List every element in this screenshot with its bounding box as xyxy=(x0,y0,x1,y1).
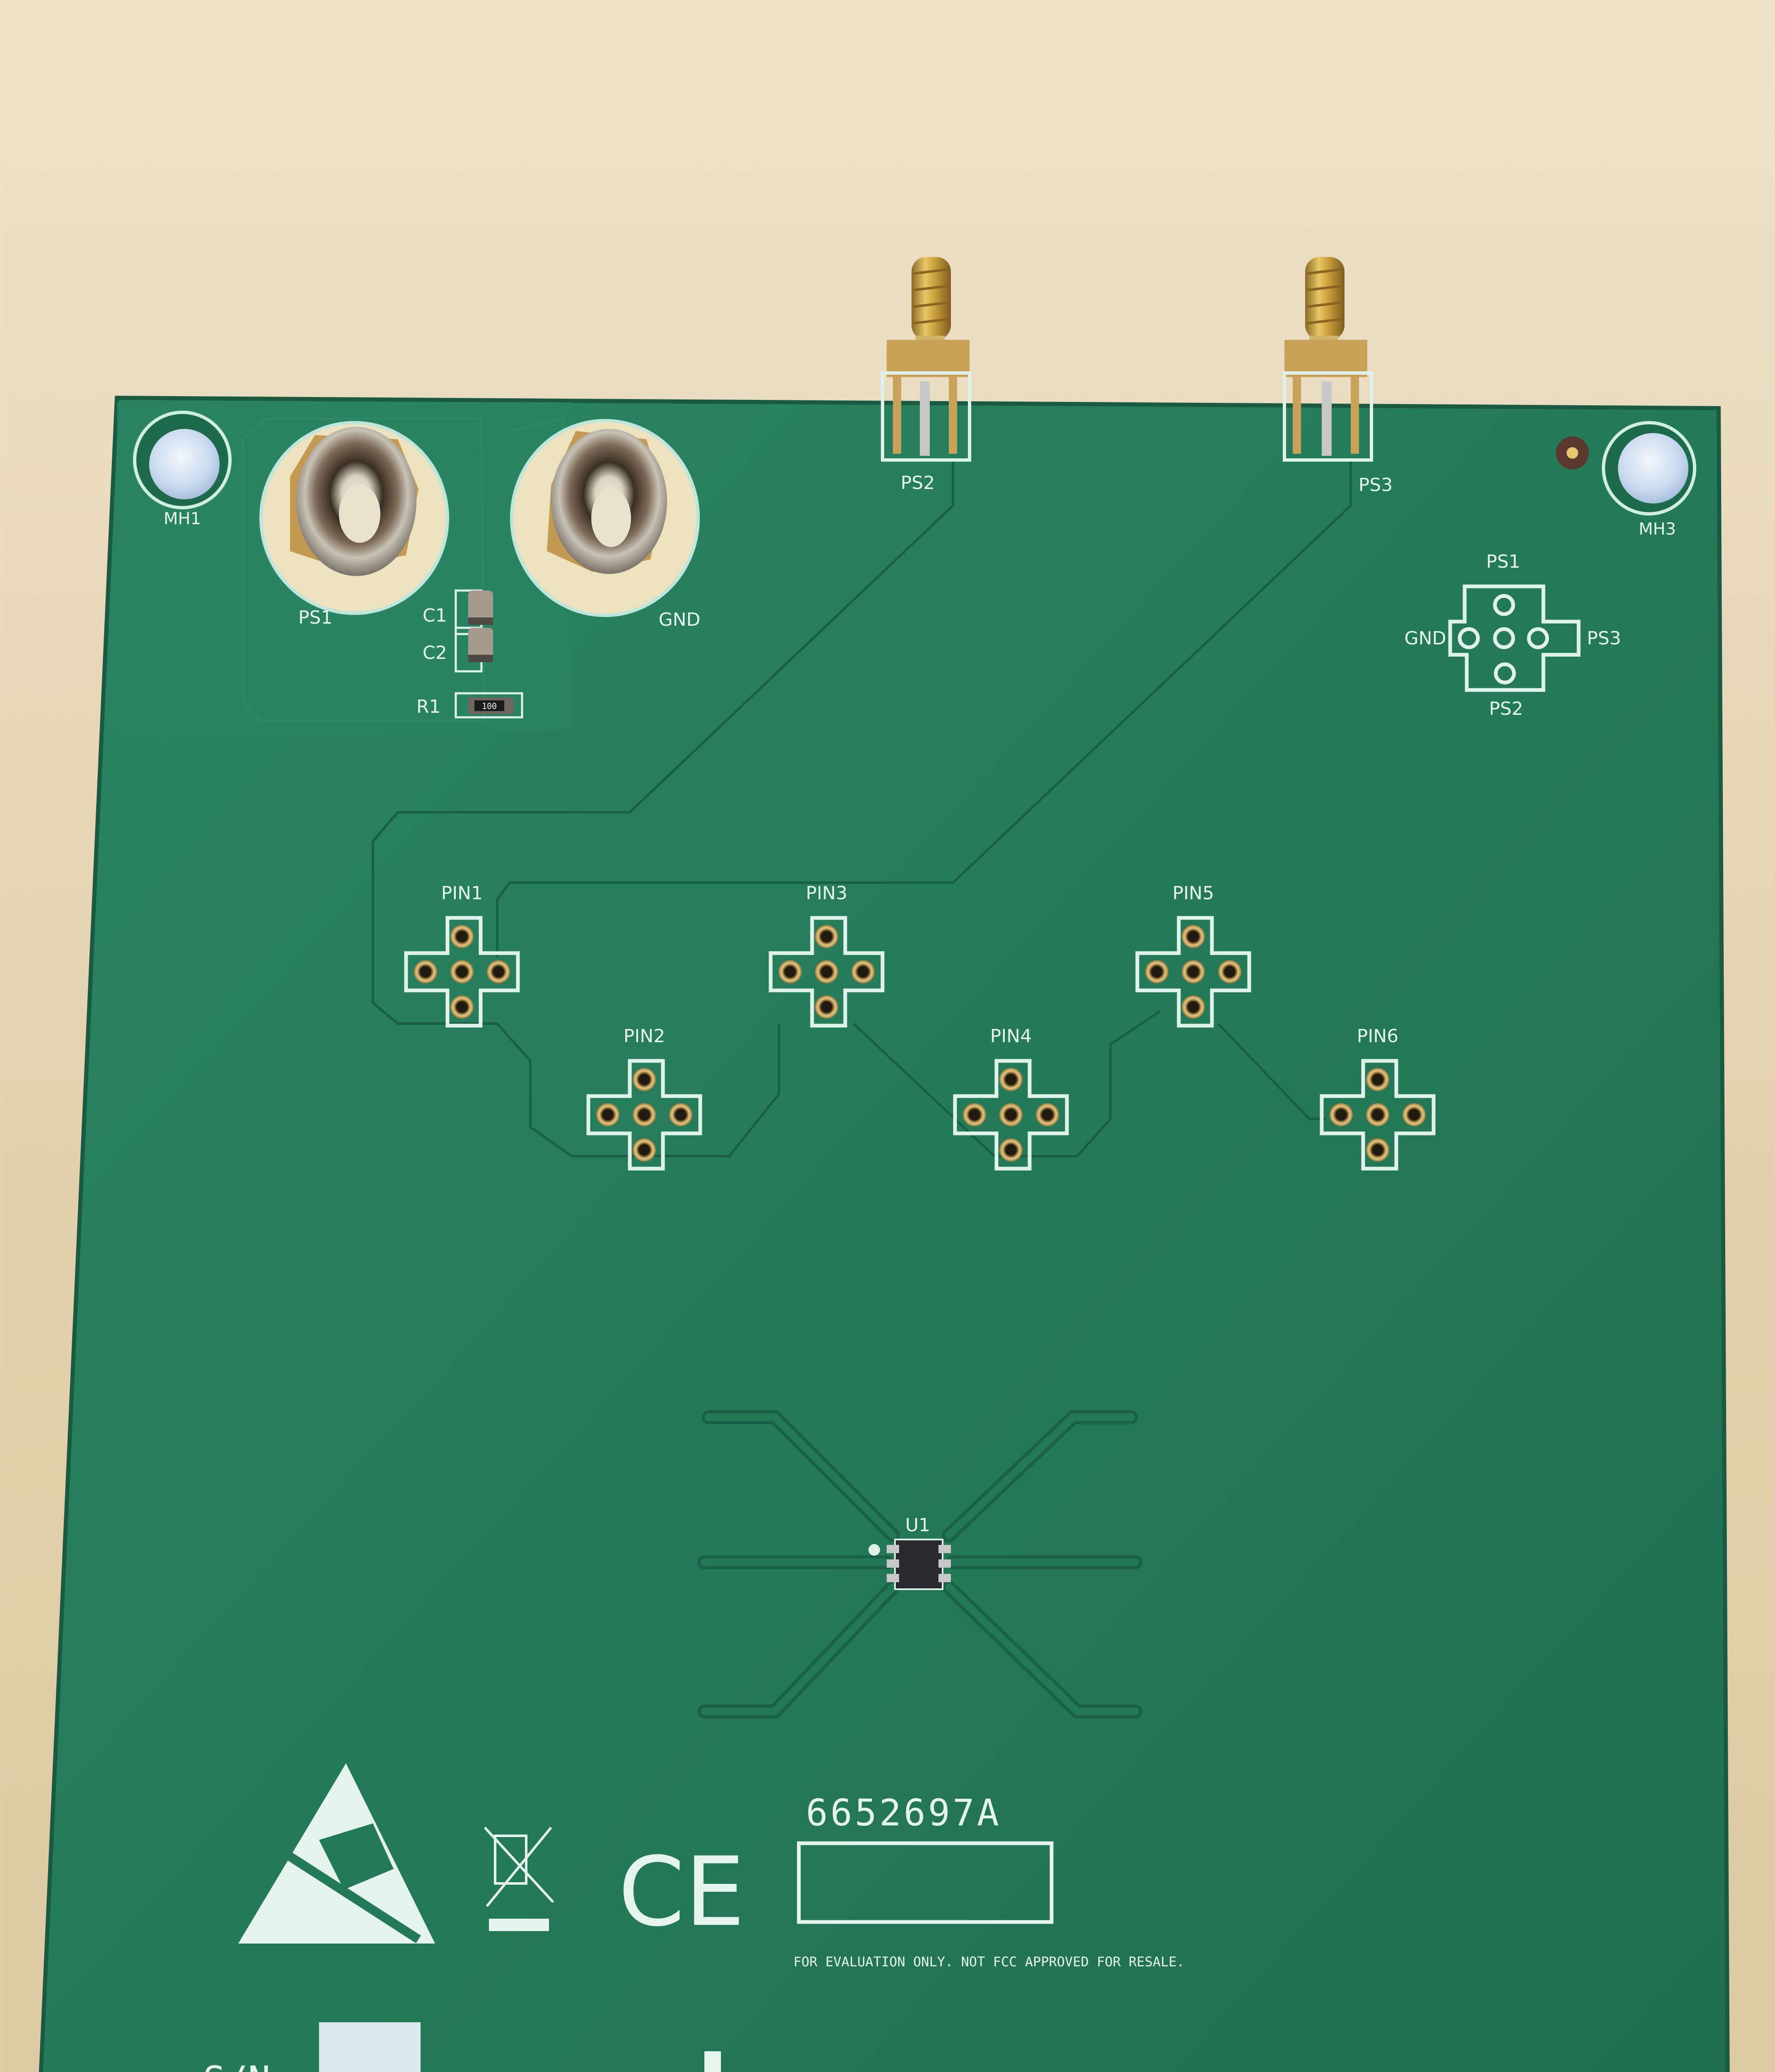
capacitor-c1: C1 xyxy=(423,589,493,635)
label-box xyxy=(797,1841,1054,1924)
svg-text:PIN1: PIN1 xyxy=(441,883,483,904)
pin1-marker-icon xyxy=(868,1544,880,1556)
sma-connector-ps2[interactable]: PS2 xyxy=(881,257,971,494)
texas-state-icon xyxy=(704,2051,721,2072)
svg-text:PS3: PS3 xyxy=(1587,628,1621,649)
serial-label: S/N: xyxy=(203,2058,293,2072)
banana-jack-ps1[interactable]: PS1 xyxy=(259,421,449,628)
weee-crossed-bin-icon xyxy=(484,1826,554,1931)
mounting-hole-mh1: MH1 xyxy=(133,411,232,528)
svg-text:GND: GND xyxy=(1405,628,1446,649)
banana-jack-gnd[interactable]: GND xyxy=(510,419,701,630)
svg-text:GND: GND xyxy=(659,609,701,630)
svg-text:PIN4: PIN4 xyxy=(990,1026,1032,1047)
svg-text:PS1: PS1 xyxy=(298,607,332,628)
svg-text:PS3: PS3 xyxy=(1359,474,1393,496)
svg-text:R1: R1 xyxy=(416,696,441,717)
svg-text:TEXAS: TEXAS xyxy=(793,2065,952,2072)
esd-warning-icon xyxy=(238,1763,435,1944)
pin-header-pin2[interactable]: PIN2 xyxy=(586,1026,702,1171)
pin-header-pin5[interactable]: PIN5 xyxy=(1135,883,1251,1028)
svg-text:U1: U1 xyxy=(905,1515,930,1536)
sma-connector-ps3[interactable]: PS3 xyxy=(1283,257,1393,496)
pin-header-pin6[interactable]: PIN6 xyxy=(1320,1026,1436,1171)
nylon-screw-icon xyxy=(1618,433,1688,503)
mounting-hole-mh3: MH3 xyxy=(1556,421,1696,539)
ce-mark: CE xyxy=(618,1837,745,1948)
svg-text:PIN3: PIN3 xyxy=(806,883,847,904)
pin-header-pin3[interactable]: PIN3 xyxy=(769,883,885,1028)
svg-text:C2: C2 xyxy=(423,642,447,663)
pcb-board xyxy=(41,398,1728,2072)
u1-fanout-traces xyxy=(697,1410,1142,1719)
svg-text:PS1: PS1 xyxy=(1486,551,1520,572)
svg-text:PIN2: PIN2 xyxy=(624,1026,665,1047)
fcc-disclaimer: FOR EVALUATION ONLY. NOT FCC APPROVED FO… xyxy=(793,1954,1185,1970)
svg-text:C1: C1 xyxy=(423,605,447,626)
svg-text:100: 100 xyxy=(482,701,497,711)
svg-text:PIN6: PIN6 xyxy=(1357,1026,1398,1047)
capacitor-c2: C2 xyxy=(423,627,493,673)
svg-text:PS2: PS2 xyxy=(901,472,935,494)
connector-legend-cross: PS1 GND PS3 PS2 xyxy=(1405,551,1621,719)
svg-text:MH3: MH3 xyxy=(1639,520,1676,539)
svg-text:PS2: PS2 xyxy=(1489,698,1523,719)
pin-header-pin1[interactable]: PIN1 xyxy=(404,883,520,1028)
svg-text:MH1: MH1 xyxy=(164,509,201,528)
serial-number-box xyxy=(319,2022,421,2072)
svg-text:PIN5: PIN5 xyxy=(1173,883,1214,904)
resistor-r1: 100 R1 xyxy=(416,692,523,719)
part-number: 6652697A xyxy=(806,1791,1001,1834)
ti-logo: TEXAS INSTRUMENTS xyxy=(704,2051,952,2072)
ic-u1: U1 xyxy=(868,1515,951,1590)
pin-header-pin4[interactable]: PIN4 xyxy=(953,1026,1069,1171)
nylon-screw-icon xyxy=(149,429,220,499)
